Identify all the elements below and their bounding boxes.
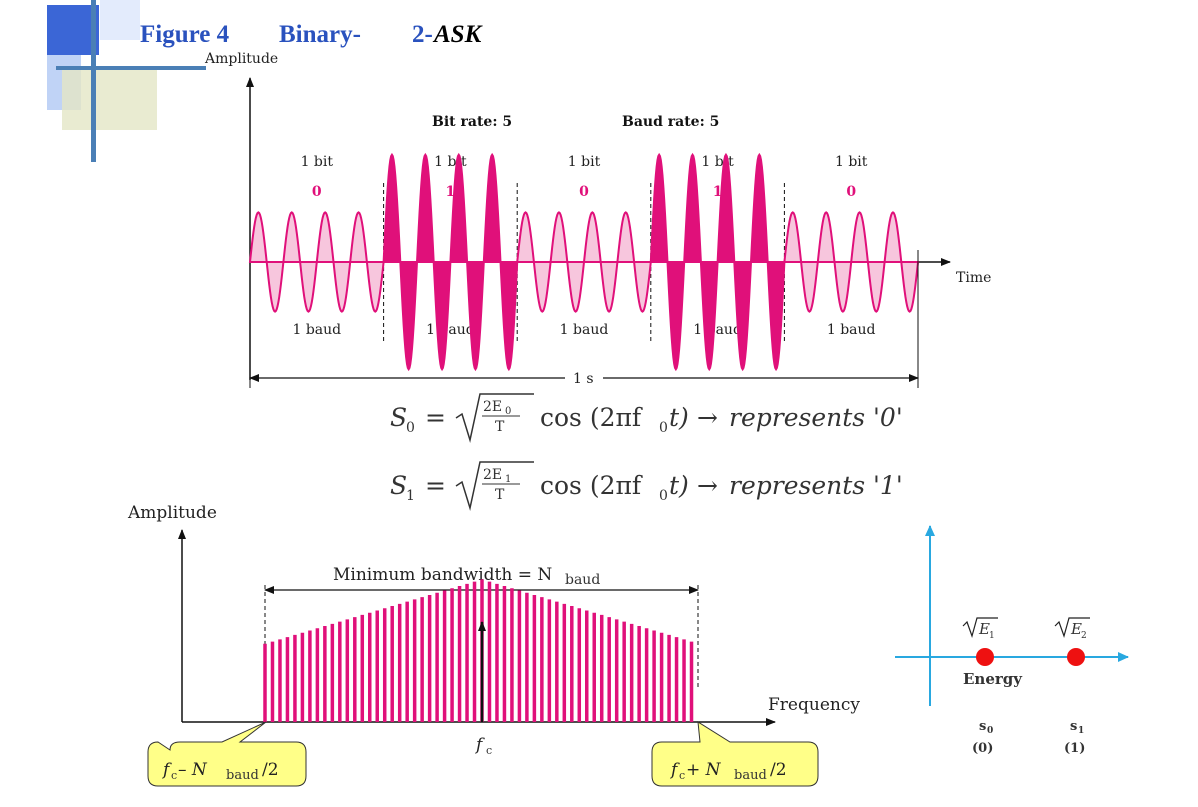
svg-text:baud: baud (734, 768, 767, 783)
point-s1 (1067, 648, 1085, 666)
svg-text:1: 1 (406, 488, 415, 504)
spectrum-y-axis-label: Amplitude (127, 503, 217, 523)
baud-unit-label: 1 baud (292, 322, 341, 338)
svg-text:/2: /2 (262, 760, 279, 780)
svg-text:– N: – N (178, 760, 208, 780)
bandwidth-sub: baud (565, 572, 600, 588)
spectrum-lines (263, 579, 694, 722)
bit-value-label: 0 (846, 184, 856, 200)
carrier-label: f (474, 735, 485, 755)
svg-text:cos (2πf: cos (2πf (540, 471, 643, 500)
svg-text:cos (2πf: cos (2πf (540, 403, 643, 432)
equation-s0: S 0 = 2E 0 T cos (2πf 0 t) → represents … (390, 393, 903, 443)
svg-text:/2: /2 (770, 760, 787, 780)
bit-value-label: 1 (446, 184, 456, 200)
spectrum-x-axis-label: Frequency (768, 695, 860, 715)
constellation-diagram: E 1 E 2 Energy s 0 (0) s 1 (1) (895, 525, 1129, 756)
svg-text:1: 1 (1078, 726, 1084, 736)
low-amplitude-burst (783, 211, 920, 313)
figure-number: Figure 4 (140, 21, 230, 48)
svg-text:t): t) (669, 471, 689, 500)
svg-text:represents '0': represents '0' (729, 403, 903, 432)
baud-rate-label: Baud rate: 5 (622, 114, 719, 130)
svg-text:baud: baud (226, 768, 259, 783)
right-callout: f c + N baud /2 (651, 721, 819, 787)
high-amplitude-burst (649, 152, 786, 372)
low-amplitude-burst (516, 211, 652, 313)
bit-unit-label: 1 bit (301, 154, 334, 170)
svg-text:1: 1 (505, 474, 511, 485)
svg-text:0: 0 (505, 406, 511, 417)
figure-title: Figure 4 Binary- 2- ASK (140, 21, 484, 48)
baud-unit-label: 1 baud (426, 322, 475, 338)
svg-text:0: 0 (406, 420, 415, 436)
high-amplitude-burst (382, 152, 519, 372)
svg-text:f: f (669, 760, 680, 780)
svg-text:E: E (1070, 620, 1082, 638)
svg-text:E: E (978, 620, 990, 638)
svg-text:represents '1': represents '1' (729, 471, 903, 500)
svg-text:1: 1 (989, 631, 995, 641)
svg-text:f: f (161, 760, 172, 780)
duration-label: 1 s (573, 371, 594, 387)
left-callout: f c – N baud /2 (147, 721, 307, 787)
bit-value-label: 1 (713, 184, 723, 200)
svg-text:T: T (495, 419, 505, 435)
point-s0 (976, 648, 994, 666)
svg-text:(0): (0) (972, 741, 993, 756)
svg-text:c: c (486, 744, 492, 757)
svg-text:0: 0 (659, 488, 668, 504)
svg-text:→: → (697, 403, 718, 432)
ask-waveform (248, 152, 920, 372)
svg-text:S: S (390, 471, 407, 500)
svg-text:0: 0 (987, 726, 993, 736)
bit-value-label: 0 (312, 184, 322, 200)
svg-text:2: 2 (1081, 631, 1087, 641)
svg-text:t): t) (669, 403, 689, 432)
bit-unit-label: 1 bit (568, 154, 601, 170)
time-x-axis-label: Time (956, 270, 991, 286)
svg-text:=: = (425, 403, 446, 432)
svg-text:→: → (697, 471, 718, 500)
svg-text:2E: 2E (483, 399, 502, 415)
spectrum-plot: Amplitude Frequency Minimum bandwidth = … (127, 503, 860, 787)
svg-text:s: s (1070, 719, 1077, 734)
svg-text:2E: 2E (483, 467, 502, 483)
baud-unit-label: 1 baud (827, 322, 876, 338)
bit-value-label: 0 (579, 184, 589, 200)
slide-corner-decoration (47, 0, 206, 162)
svg-text:+ N: + N (686, 760, 722, 780)
time-domain-plot: Amplitude Time Bit rate: 5 Baud rate: 5 … (204, 51, 991, 388)
baud-unit-label: 1 baud (693, 322, 742, 338)
svg-text:=: = (425, 471, 446, 500)
figure-name: Binary- (279, 21, 361, 48)
equation-s1: S 1 = 2E 1 T cos (2πf 0 t) → represents … (390, 461, 903, 511)
svg-text:T: T (495, 487, 505, 503)
svg-text:c: c (171, 769, 177, 782)
modulation-number: 2- (412, 21, 433, 48)
svg-text:S: S (390, 403, 407, 432)
svg-text:c: c (679, 769, 685, 782)
baud-unit-label: 1 baud (560, 322, 609, 338)
bit-unit-label: 1 bit (835, 154, 868, 170)
low-amplitude-burst (248, 211, 385, 313)
svg-text:0: 0 (659, 420, 668, 436)
time-y-axis-label: Amplitude (204, 51, 278, 67)
bit-rate-label: Bit rate: 5 (432, 114, 512, 130)
bandwidth-label: Minimum bandwidth = N (333, 565, 552, 585)
svg-text:(1): (1) (1064, 741, 1085, 756)
svg-text:s: s (979, 719, 986, 734)
modulation-name: ASK (432, 21, 484, 48)
energy-label: Energy (963, 670, 1023, 688)
